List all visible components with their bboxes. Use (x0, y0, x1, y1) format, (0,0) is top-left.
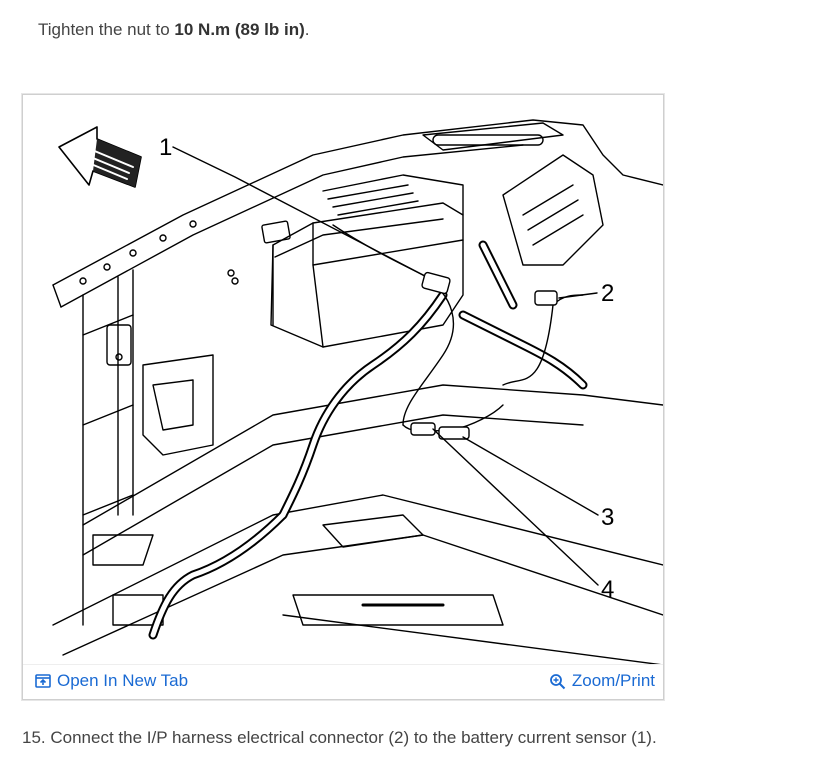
instruction-suffix: . (304, 20, 310, 39)
open-in-new-tab-link[interactable]: Open In New Tab (35, 671, 188, 691)
instruction-prefix: Tighten the nut to (38, 20, 175, 39)
figure-panel: 1 2 3 4 Open In New Tab Zoom/Pri (22, 94, 664, 700)
open-in-new-tab-icon (35, 674, 51, 688)
direction-arrow (58, 126, 142, 188)
callout-2: 2 (601, 280, 614, 307)
torque-value: 10 N.m (89 lb in) (174, 20, 305, 39)
next-step-text: 15. Connect the I/P harness electrical c… (22, 728, 657, 747)
figure-toolbar: Open In New Tab Zoom/Print (23, 664, 663, 699)
callout-1: 1 (159, 134, 172, 161)
magnifier-icon (549, 673, 566, 689)
callout-3: 3 (601, 504, 614, 531)
zoom-print-label: Zoom/Print (571, 671, 655, 690)
instruction-text: Tighten the nut to 10 N.m (89 lb in). (38, 20, 310, 40)
harness-diagram: 1 2 3 4 (52, 119, 663, 665)
zoom-print-link[interactable]: Zoom/Print (549, 671, 655, 691)
callout-4: 4 (601, 576, 614, 603)
open-in-new-tab-label: Open In New Tab (57, 671, 189, 690)
